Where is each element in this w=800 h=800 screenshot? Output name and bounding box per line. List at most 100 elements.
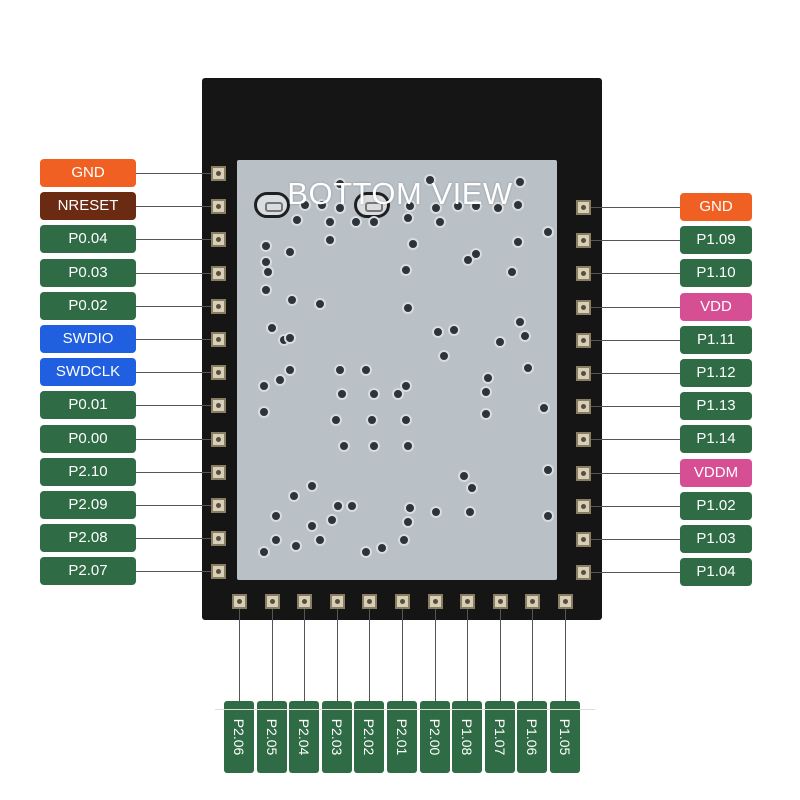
pin-label-p1-14: P1.14 [680,425,752,454]
pad-right-vdd [576,299,591,315]
pin-label-p2-00: P2.00 [419,701,450,773]
via [402,440,414,452]
via [262,266,274,278]
pin-label-p2-04: P2.04 [289,701,320,773]
via [438,350,450,362]
pin-label-p2-06: P2.06 [224,701,254,773]
pin-label-p2-07: P2.07 [40,557,136,586]
via [512,199,524,211]
lead-bottom-p2-02 [369,609,371,701]
via [368,216,380,228]
pin-label-p1-11: P1.11 [680,325,752,354]
lead-bottom-p2-04 [304,609,306,701]
pin-label-text: P2.03 [328,718,345,756]
pad-left-p0-00 [211,431,226,447]
pin-label-gnd: GND [40,159,136,187]
lead-right-p1-03 [591,539,681,540]
via [336,388,348,400]
lead-left-p0-02 [135,305,211,307]
pad-left-nreset [211,199,226,215]
via [430,202,442,214]
via [299,199,311,211]
lead-right-gnd [591,207,681,208]
via [324,216,336,228]
via [346,500,358,512]
lead-bottom-p2-05 [271,609,273,701]
via [522,362,534,374]
pin-label-p2-10: P2.10 [40,457,136,486]
lead-left-gnd [135,173,211,174]
via [514,316,526,328]
pad-bottom-p1-07 [492,594,508,609]
pad-left-p2-10 [211,464,226,480]
lead-left-p2-08 [135,538,211,540]
pin-label-p1-03: P1.03 [680,525,752,553]
via [288,490,300,502]
lead-right-p1-10 [591,273,681,275]
pin-label-p1-04: P1.04 [680,558,752,587]
via [404,502,416,514]
pad-left-swdclk [211,365,226,381]
pin-label-text: P2.05 [263,718,280,756]
via [350,216,362,228]
via [270,534,282,546]
pad-right-p1-04 [576,565,591,581]
pin-label-p0-03: P0.03 [40,258,136,287]
pin-label-vddm: VDDM [680,458,752,487]
lead-bottom-p2-01 [402,609,403,701]
via [266,322,278,334]
pin-label-p1-08: P1.08 [452,701,483,773]
pin-label-p0-02: P0.02 [40,291,136,320]
via [368,440,380,452]
via [404,200,416,212]
lead-right-p1-09 [591,240,681,242]
via [314,534,326,546]
pad-left-p0-01 [211,398,226,414]
via [284,246,296,258]
lead-bottom-p1-07 [499,609,501,701]
lead-bottom-p1-06 [532,609,534,701]
via [306,480,318,492]
pad-right-p1-11 [576,332,591,348]
via [324,234,336,246]
via [470,200,482,212]
via [260,284,272,296]
via [258,406,270,418]
via [332,500,344,512]
pad-left-p0-02 [211,298,226,314]
pad-right-p1-12 [576,366,591,381]
via [334,178,346,190]
pin-label-text: P1.05 [557,718,573,756]
via [274,374,286,386]
pad-bottom-p2-06 [232,594,247,609]
pin-label-text: P1.06 [524,718,541,756]
pad-right-p1-02 [576,498,591,514]
via [542,510,554,522]
via [464,506,476,518]
lead-right-p1-04 [591,572,681,574]
pin-label-p1-07: P1.07 [484,701,515,773]
via [260,240,272,252]
pad-bottom-p2-01 [395,594,410,609]
pad-bottom-p2-05 [264,594,280,609]
lead-left-p2-10 [135,471,211,473]
pin-label-gnd: GND [680,193,752,221]
pad-right-p1-10 [576,266,591,282]
via [284,364,296,376]
lead-right-vdd [591,306,681,308]
via [314,298,326,310]
via [448,324,460,336]
via [519,330,531,342]
via [458,470,470,482]
lead-left-p0-03 [135,272,211,274]
pad-bottom-p2-04 [297,594,313,609]
via [258,546,270,558]
pin-label-text: P1.07 [491,718,508,756]
via [402,516,414,528]
via [432,326,444,338]
via [334,202,346,214]
pin-label-p0-01: P0.01 [40,391,136,420]
pin-label-p2-08: P2.08 [40,524,136,553]
pin-label-swdclk: SWDCLK [40,358,136,387]
pin-label-vdd: VDD [680,292,752,321]
